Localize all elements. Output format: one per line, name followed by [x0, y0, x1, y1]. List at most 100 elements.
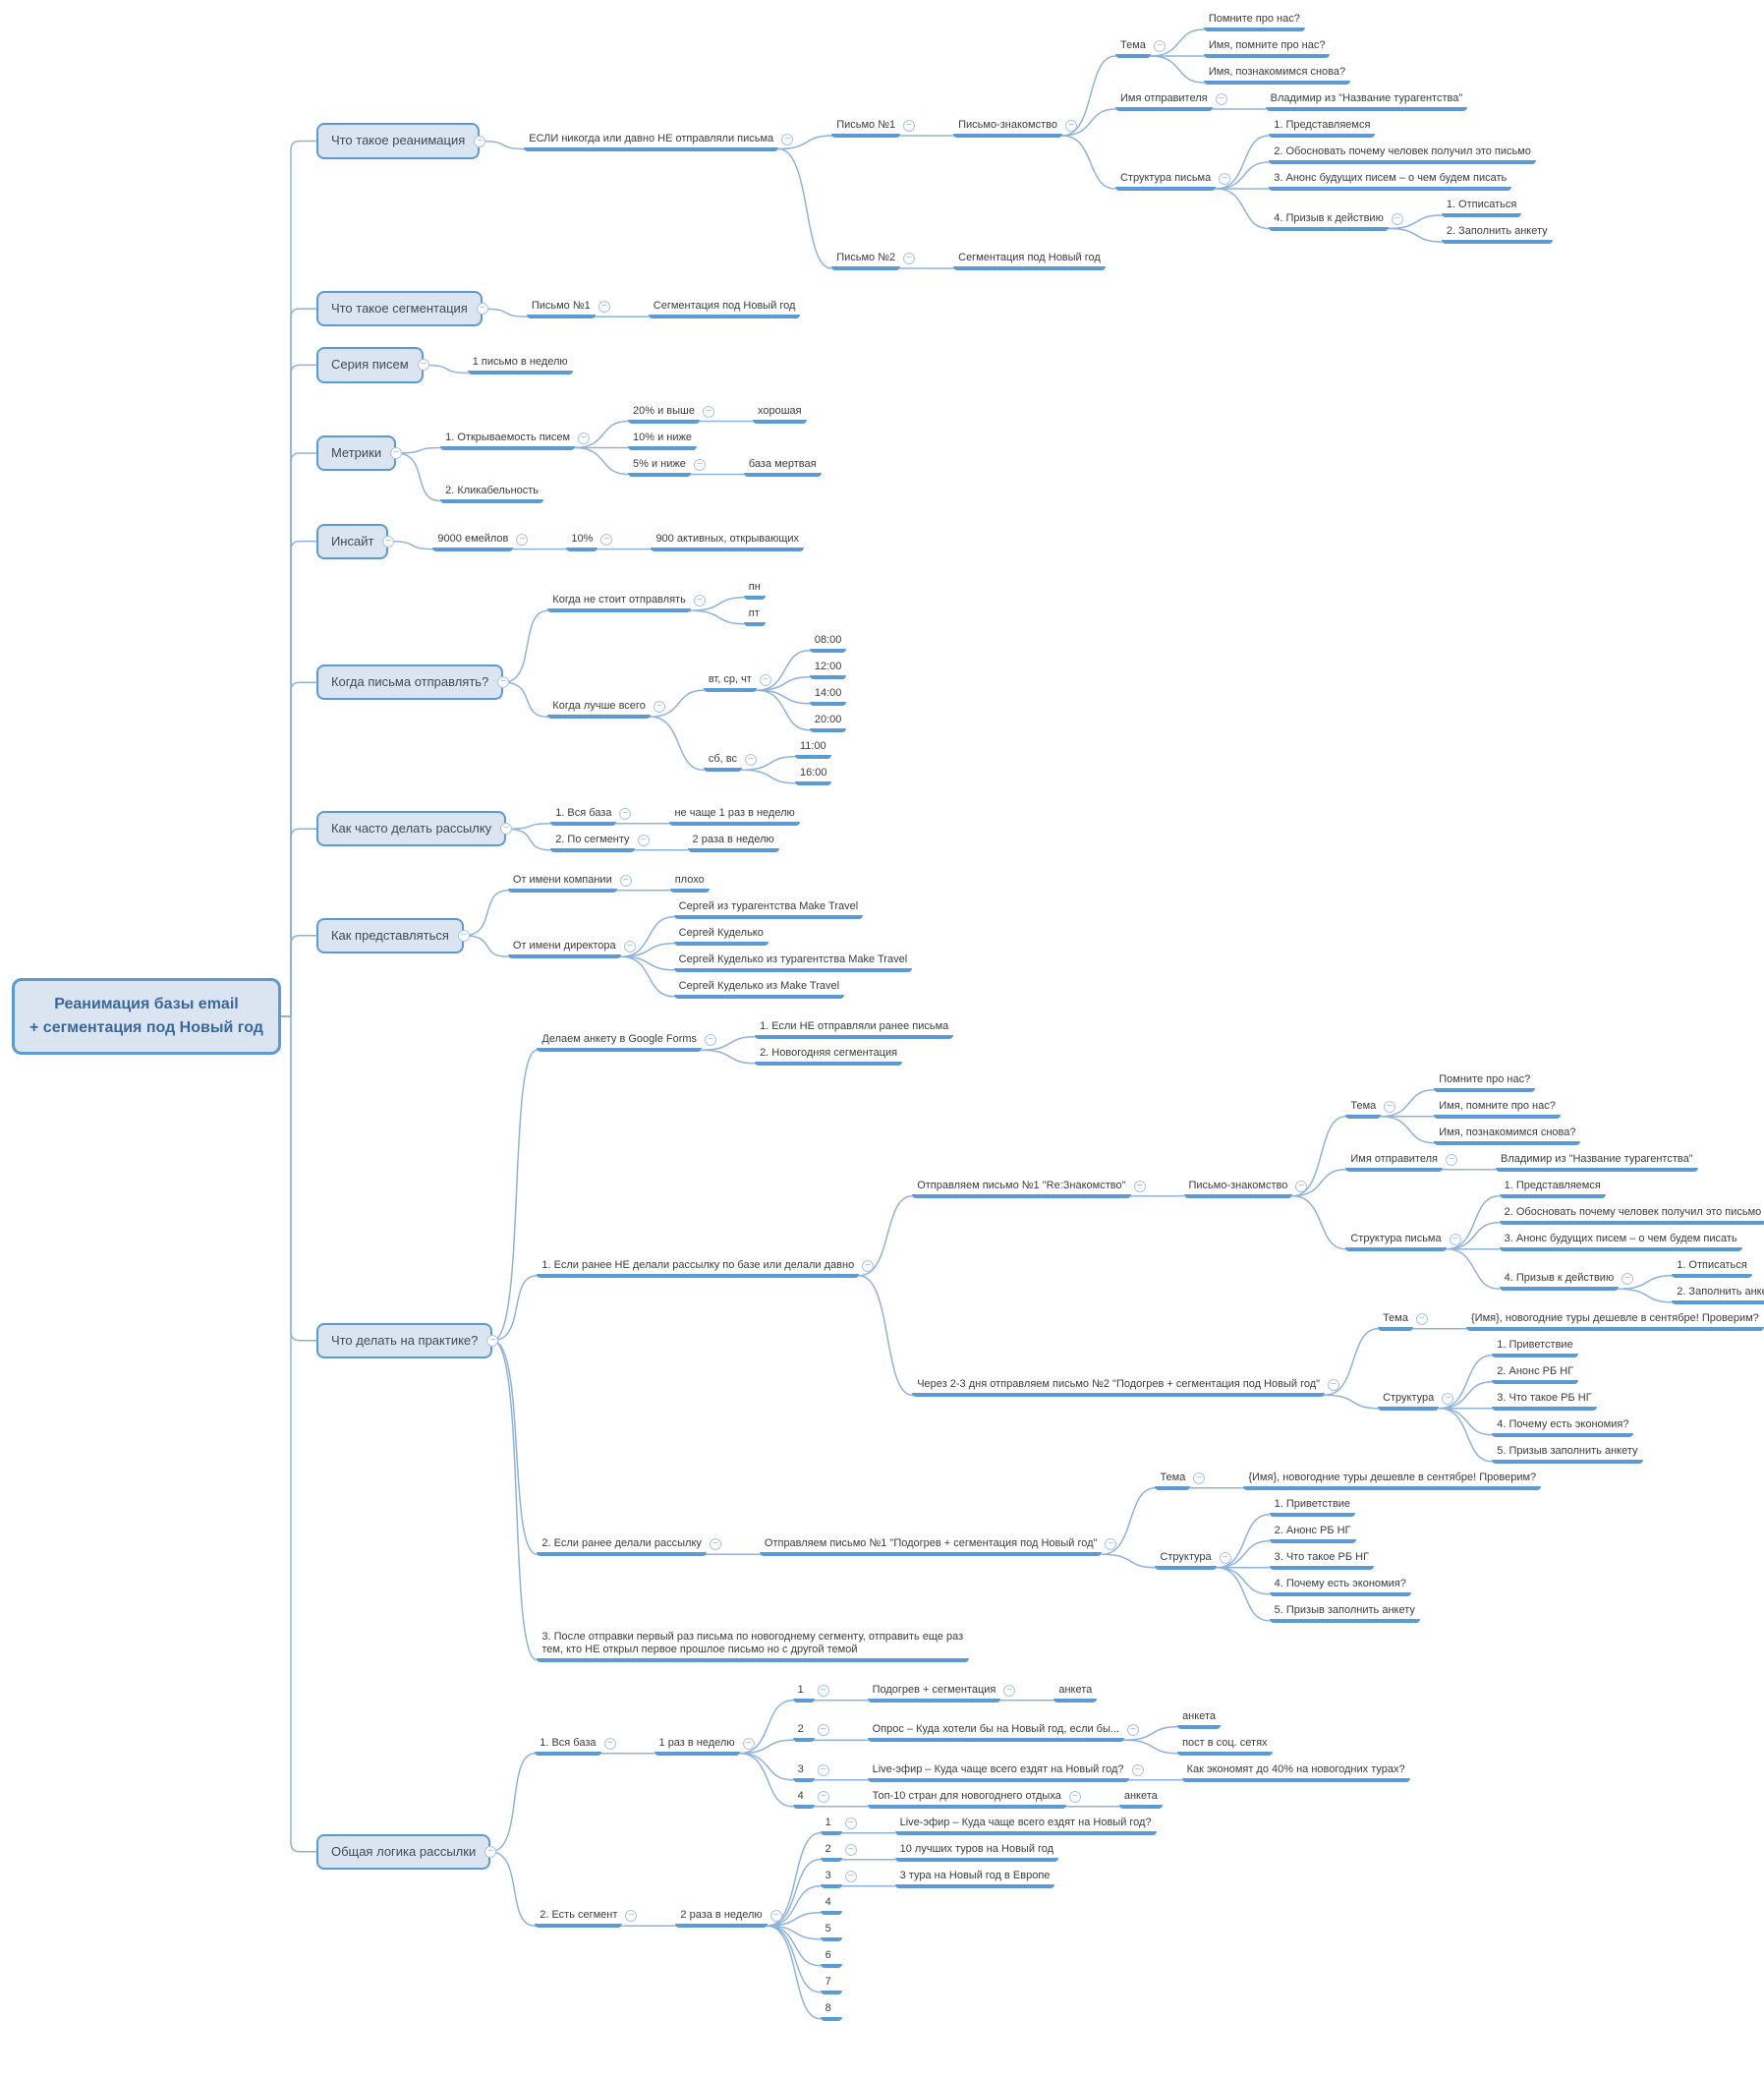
- subtopic-node[interactable]: 2. Заполнить анкету: [1441, 224, 1553, 244]
- subtopic-node[interactable]: От имени директора: [507, 939, 621, 959]
- subtopic-node[interactable]: Отправляем письмо №1 "Re:Знакомство": [912, 1179, 1131, 1198]
- subtopic-node[interactable]: Тема: [1378, 1311, 1413, 1331]
- collapse-icon[interactable]: −: [484, 1845, 497, 1858]
- subtopic-node[interactable]: 3: [792, 1762, 815, 1782]
- main-topic-node[interactable]: Общая логика рассылки: [315, 1833, 491, 1870]
- subtopic-node[interactable]: база мертвая: [743, 457, 822, 477]
- subtopic-node[interactable]: 2. Заполнить анкету: [1672, 1285, 1764, 1304]
- subtopic-node[interactable]: 2. Анонс РБ НГ: [1492, 1364, 1579, 1384]
- subtopic-node[interactable]: Live-эфир – Куда чаще всего ездят на Нов…: [867, 1762, 1129, 1782]
- subtopic-node[interactable]: 3. Анонс будущих писем – о чем будем пис…: [1269, 171, 1512, 191]
- subtopic-node[interactable]: вт, ср, чт: [703, 672, 757, 693]
- collapse-icon[interactable]: −: [1215, 93, 1227, 105]
- subtopic-node[interactable]: 4. Почему есть экономия?: [1269, 1577, 1411, 1596]
- collapse-icon[interactable]: −: [619, 807, 632, 820]
- subtopic-node[interactable]: 1. Вся база: [550, 806, 617, 826]
- subtopic-node[interactable]: Имя, познакомимся снова?: [1203, 65, 1351, 85]
- subtopic-node[interactable]: Структура: [1378, 1391, 1440, 1411]
- subtopic-node[interactable]: 3. Что такое РБ НГ: [1269, 1550, 1375, 1570]
- subtopic-node[interactable]: Как экономят до 40% на новогодних турах?: [1181, 1762, 1410, 1782]
- collapse-icon[interactable]: −: [1193, 1472, 1206, 1484]
- collapse-icon[interactable]: −: [1219, 1551, 1231, 1564]
- subtopic-node[interactable]: Делаем анкету в Google Forms: [537, 1032, 703, 1053]
- subtopic-node[interactable]: Топ-10 стран для новогоднего отдыха: [867, 1789, 1066, 1809]
- subtopic-node[interactable]: 2: [792, 1722, 815, 1743]
- subtopic-node[interactable]: пт: [743, 606, 766, 626]
- main-topic-node[interactable]: Как представляться: [315, 917, 464, 953]
- collapse-icon[interactable]: −: [1003, 1684, 1016, 1697]
- subtopic-node[interactable]: Сергей Куделько: [673, 926, 768, 946]
- subtopic-node[interactable]: 10% и ниже: [628, 431, 697, 450]
- subtopic-node[interactable]: 4. Призыв к действию: [1499, 1271, 1620, 1292]
- subtopic-node[interactable]: 1. Представляемся: [1269, 118, 1376, 138]
- collapse-icon[interactable]: −: [623, 941, 636, 953]
- collapse-icon[interactable]: −: [1328, 1379, 1340, 1392]
- subtopic-node[interactable]: 11:00: [794, 739, 831, 759]
- subtopic-node[interactable]: 3. После отправки первый раз письма по н…: [537, 1630, 970, 1662]
- subtopic-node[interactable]: 3. Что такое РБ НГ: [1492, 1391, 1597, 1411]
- subtopic-node[interactable]: Опрос – Куда хотели бы на Новый год, есл…: [867, 1722, 1125, 1743]
- collapse-icon[interactable]: −: [637, 834, 650, 846]
- subtopic-node[interactable]: хорошая: [753, 404, 807, 424]
- subtopic-node[interactable]: Тема: [1155, 1471, 1191, 1490]
- subtopic-node[interactable]: 3: [820, 1869, 842, 1888]
- subtopic-node[interactable]: Через 2-3 дня отправляем письмо №2 "Подо…: [912, 1377, 1326, 1398]
- collapse-icon[interactable]: −: [759, 674, 771, 687]
- subtopic-node[interactable]: 2 раза в неделю: [675, 1908, 768, 1929]
- collapse-icon[interactable]: −: [742, 1737, 755, 1750]
- collapse-icon[interactable]: −: [417, 359, 429, 372]
- subtopic-node[interactable]: Структура письма: [1114, 171, 1217, 191]
- collapse-icon[interactable]: −: [619, 874, 632, 887]
- subtopic-node[interactable]: Письмо №2: [831, 251, 901, 270]
- subtopic-node[interactable]: 900 активных, открывающих: [651, 532, 805, 551]
- collapse-icon[interactable]: −: [497, 676, 510, 689]
- subtopic-node[interactable]: сб, вс: [703, 752, 742, 773]
- subtopic-node[interactable]: От имени компании: [507, 873, 617, 893]
- subtopic-node[interactable]: Письмо-знакомство: [1183, 1179, 1293, 1198]
- subtopic-node[interactable]: {Имя}, новогодние туры дешевле в сентябр…: [1465, 1311, 1764, 1331]
- subtopic-node[interactable]: 1: [792, 1683, 815, 1703]
- collapse-icon[interactable]: −: [1064, 120, 1077, 132]
- collapse-icon[interactable]: −: [769, 1910, 782, 1923]
- collapse-icon[interactable]: −: [693, 458, 706, 471]
- subtopic-node[interactable]: 2: [820, 1842, 842, 1862]
- collapse-icon[interactable]: −: [1391, 212, 1403, 225]
- collapse-icon[interactable]: −: [476, 303, 488, 316]
- subtopic-node[interactable]: Сергей из турагентства Make Travel: [673, 899, 864, 919]
- collapse-icon[interactable]: −: [705, 1034, 717, 1047]
- collapse-icon[interactable]: −: [1127, 1724, 1140, 1737]
- collapse-icon[interactable]: −: [844, 1817, 857, 1829]
- collapse-icon[interactable]: −: [578, 432, 591, 444]
- collapse-icon[interactable]: −: [1442, 1392, 1454, 1405]
- collapse-icon[interactable]: −: [516, 533, 529, 546]
- subtopic-node[interactable]: Владимир из "Название турагентства": [1265, 91, 1468, 111]
- main-topic-node[interactable]: Что такое сегментация: [315, 291, 483, 327]
- collapse-icon[interactable]: −: [500, 823, 513, 836]
- subtopic-node[interactable]: {Имя}, новогодние туры дешевле в сентябр…: [1243, 1471, 1542, 1490]
- subtopic-node[interactable]: 4. Почему есть экономия?: [1492, 1417, 1634, 1437]
- collapse-icon[interactable]: −: [653, 701, 665, 714]
- subtopic-node[interactable]: 2. Новогодняя сегментация: [755, 1046, 903, 1066]
- subtopic-node[interactable]: 3 тура на Новый год в Европе: [894, 1869, 1055, 1888]
- subtopic-node[interactable]: 1. Вся база: [535, 1736, 601, 1756]
- subtopic-node[interactable]: 2 раза в неделю: [687, 833, 779, 852]
- main-topic-node[interactable]: Что такое реанимация: [315, 123, 481, 159]
- subtopic-node[interactable]: ЕСЛИ никогда или давно НЕ отправляли пис…: [524, 132, 779, 151]
- subtopic-node[interactable]: Письмо-знакомство: [953, 118, 1062, 138]
- subtopic-node[interactable]: 2. Кликабельность: [440, 484, 544, 503]
- collapse-icon[interactable]: −: [1449, 1233, 1461, 1245]
- subtopic-node[interactable]: Сегментация под Новый год: [953, 251, 1106, 270]
- subtopic-node[interactable]: 20% и выше: [628, 404, 700, 424]
- subtopic-node[interactable]: 16:00: [794, 766, 832, 785]
- subtopic-node[interactable]: не чаще 1 раз в неделю: [669, 806, 800, 826]
- collapse-icon[interactable]: −: [390, 447, 403, 459]
- subtopic-node[interactable]: 2. Есть сегмент: [535, 1908, 623, 1929]
- subtopic-node[interactable]: Когда лучше всего: [547, 699, 651, 720]
- collapse-icon[interactable]: −: [744, 754, 757, 767]
- subtopic-node[interactable]: 6: [820, 1948, 842, 1968]
- subtopic-node[interactable]: 1: [820, 1816, 842, 1835]
- subtopic-node[interactable]: 8: [820, 2001, 842, 2021]
- collapse-icon[interactable]: −: [817, 1790, 829, 1803]
- collapse-icon[interactable]: −: [903, 120, 916, 132]
- subtopic-node[interactable]: анкета: [1177, 1709, 1221, 1729]
